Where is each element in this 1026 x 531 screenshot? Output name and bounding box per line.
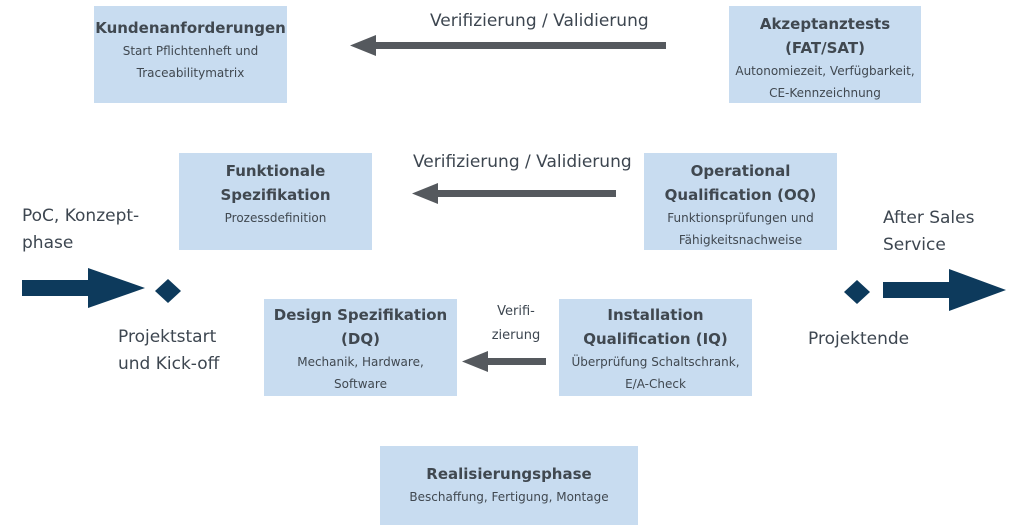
box-funktionale-spezifikation: Funktionale Spezifikation Prozessdefinit… bbox=[179, 153, 372, 250]
box-akzeptanztests: Akzeptanztests (FAT/SAT) Autonomiezeit, … bbox=[729, 6, 921, 103]
low-arrow-label-line2: zierung bbox=[491, 328, 541, 343]
low-arrow-label-line1: Verifi- bbox=[497, 304, 535, 319]
box-title-line2: Qualification (IQ) bbox=[583, 330, 728, 348]
mid-arrow-label: Verifizierung / Validierung bbox=[413, 152, 632, 172]
projektende-label: Projektende bbox=[808, 329, 910, 349]
box-realisierungsphase: Realisierungsphase Beschaffung, Fertigun… bbox=[380, 446, 638, 525]
projektstart-label-line2: und Kick-off bbox=[118, 354, 220, 374]
box-subtitle-line1: Mechanik, Hardware, bbox=[297, 355, 424, 369]
box-design-spezifikation: Design Spezifikation (DQ) Mechanik, Hard… bbox=[264, 299, 457, 396]
box-subtitle-line2: CE-Kennzeichnung bbox=[769, 86, 881, 100]
poc-label-line1: PoC, Konzept- bbox=[22, 206, 140, 226]
right-phase-arrow bbox=[883, 269, 1006, 311]
top-arrow-label: Verifizierung / Validierung bbox=[430, 11, 649, 31]
box-subtitle-line2: E/A-Check bbox=[625, 377, 686, 391]
project-end-diamond bbox=[844, 280, 870, 304]
box-title-line1: Funktionale bbox=[225, 162, 326, 180]
box-kundenanforderungen: Kundenanforderungen Start Pflichtenheft … bbox=[94, 6, 287, 103]
box-subtitle-line1: Beschaffung, Fertigung, Montage bbox=[409, 490, 609, 504]
box-subtitle-line1: Autonomiezeit, Verfügbarkeit, bbox=[735, 64, 915, 78]
box-subtitle-line1: Prozessdefinition bbox=[224, 211, 327, 225]
box-subtitle-line1: Funktionsprüfungen und bbox=[667, 211, 814, 225]
box-title-line2: (FAT/SAT) bbox=[785, 39, 865, 57]
box-title-line1: Installation bbox=[607, 306, 704, 324]
projektstart-label-line1: Projektstart bbox=[118, 327, 217, 347]
box-title-line1: Operational bbox=[690, 162, 791, 180]
box-title-line2: Qualification (OQ) bbox=[664, 186, 817, 204]
poc-label: PoC, Konzept- phase bbox=[22, 203, 139, 257]
box-operational-qualification: Operational Qualification (OQ) Funktions… bbox=[644, 153, 837, 250]
box-subtitle-line2: Traceabilitymatrix bbox=[136, 66, 245, 80]
after-sales-label-line1: After Sales bbox=[883, 208, 975, 228]
project-start-diamond bbox=[155, 279, 181, 303]
box-subtitle-line2: Fähigkeitsnachweise bbox=[678, 233, 803, 247]
box-subtitle-line1: Start Pflichtenheft und bbox=[122, 44, 259, 58]
left-phase-arrow bbox=[22, 268, 145, 308]
box-title: Realisierungsphase bbox=[426, 465, 592, 483]
box-title-line1: Design Spezifikation bbox=[273, 306, 448, 324]
box-title-line1: Akzeptanztests bbox=[759, 15, 891, 33]
top-verification-arrow bbox=[350, 35, 666, 56]
box-title-line2: (DQ) bbox=[341, 330, 380, 348]
box-subtitle-line2: Software bbox=[334, 377, 387, 391]
mid-verification-arrow bbox=[412, 183, 616, 204]
projektstart-label: Projektstart und Kick-off bbox=[118, 324, 219, 378]
low-arrow-label: Verifi- zierung bbox=[478, 300, 554, 348]
after-sales-label-line2: Service bbox=[883, 235, 946, 255]
box-title-line2: Spezifikation bbox=[220, 186, 331, 204]
after-sales-label: After Sales Service bbox=[883, 205, 974, 259]
box-installation-qualification: Installation Qualification (IQ) Überprüf… bbox=[559, 299, 752, 396]
low-verification-arrow bbox=[462, 351, 546, 372]
poc-label-line2: phase bbox=[22, 233, 74, 253]
box-subtitle-line1: Überprüfung Schaltschrank, bbox=[571, 355, 740, 369]
box-title: Kundenanforderungen bbox=[95, 19, 286, 37]
